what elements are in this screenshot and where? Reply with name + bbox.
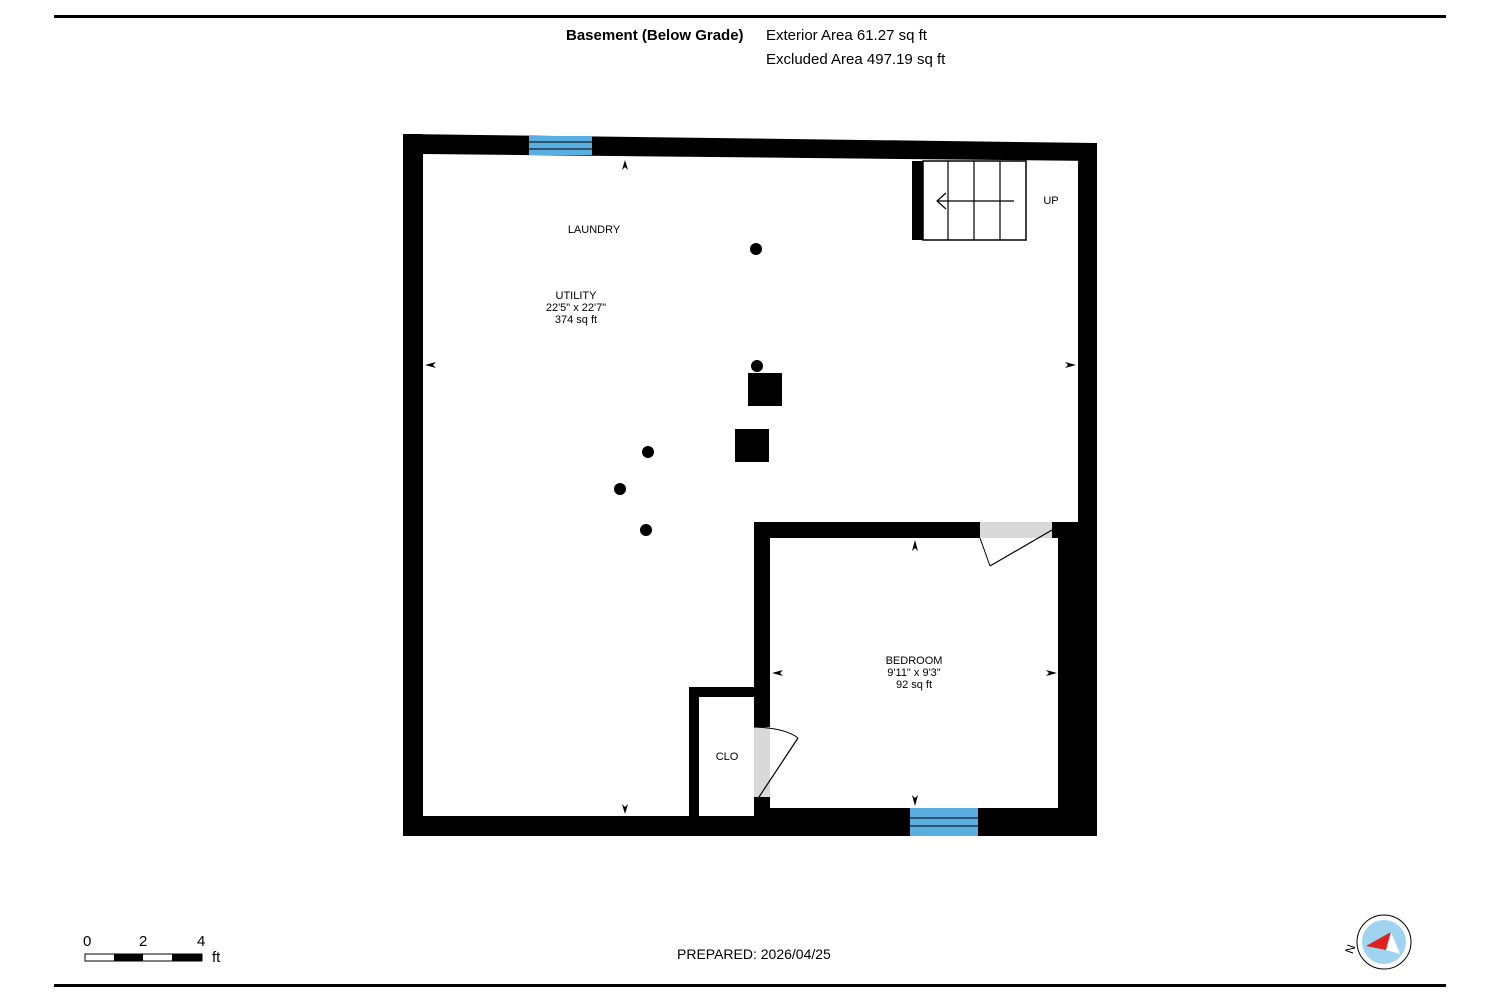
room-label-utility: UTILITY 22'5" x 22'7" 374 sq ft: [545, 290, 607, 326]
wall-right-lower: [1058, 523, 1097, 836]
scale-tick-4: 4: [197, 933, 206, 950]
scale-tick-2: 2: [139, 933, 148, 950]
column: [751, 360, 763, 372]
wall-bottom: [403, 816, 1097, 836]
room-label-bedroom: BEDROOM 9'11" x 9'3" 92 sq ft: [885, 655, 943, 691]
wall-left: [403, 134, 423, 836]
window-top: [529, 136, 592, 155]
wall-top: [403, 134, 1096, 161]
prepared-date: PREPARED: 2026/04/25: [677, 946, 831, 962]
measurement-arrows: [425, 160, 1076, 814]
excluded-area: Excluded Area 497.19 sq ft: [766, 51, 946, 68]
obstacle: [748, 373, 782, 406]
column: [642, 446, 654, 458]
closet-wall-top: [689, 687, 759, 697]
scale-unit: ft: [212, 949, 221, 966]
bedroom-wall-top: [754, 522, 980, 538]
window-bottom: [910, 808, 978, 836]
level-name: Basement (Below Grade): [566, 27, 744, 44]
bedroom-wall-top-right: [1052, 522, 1078, 538]
closet-wall-left: [689, 687, 699, 827]
bedroom-wall-left: [754, 522, 770, 727]
obstacle: [735, 429, 769, 462]
exterior-area: Exterior Area 61.27 sq ft: [766, 27, 927, 44]
footer-rule: [54, 984, 1446, 987]
scale-tick-0: 0: [83, 933, 92, 950]
column: [614, 483, 626, 495]
column: [640, 524, 652, 536]
room-label-laundry: LAUNDRY: [567, 224, 621, 236]
room-label-closet: CLO: [715, 751, 739, 763]
header-rule: [54, 15, 1446, 18]
closet-door: [753, 726, 799, 798]
stairs-label: UP: [1043, 195, 1059, 207]
stairs: [912, 160, 1027, 241]
wall-right-upper: [1078, 143, 1097, 523]
scale-bar: [84, 953, 203, 962]
compass-icon: [1356, 914, 1412, 970]
column: [750, 243, 762, 255]
bedroom-door: [979, 522, 1053, 567]
